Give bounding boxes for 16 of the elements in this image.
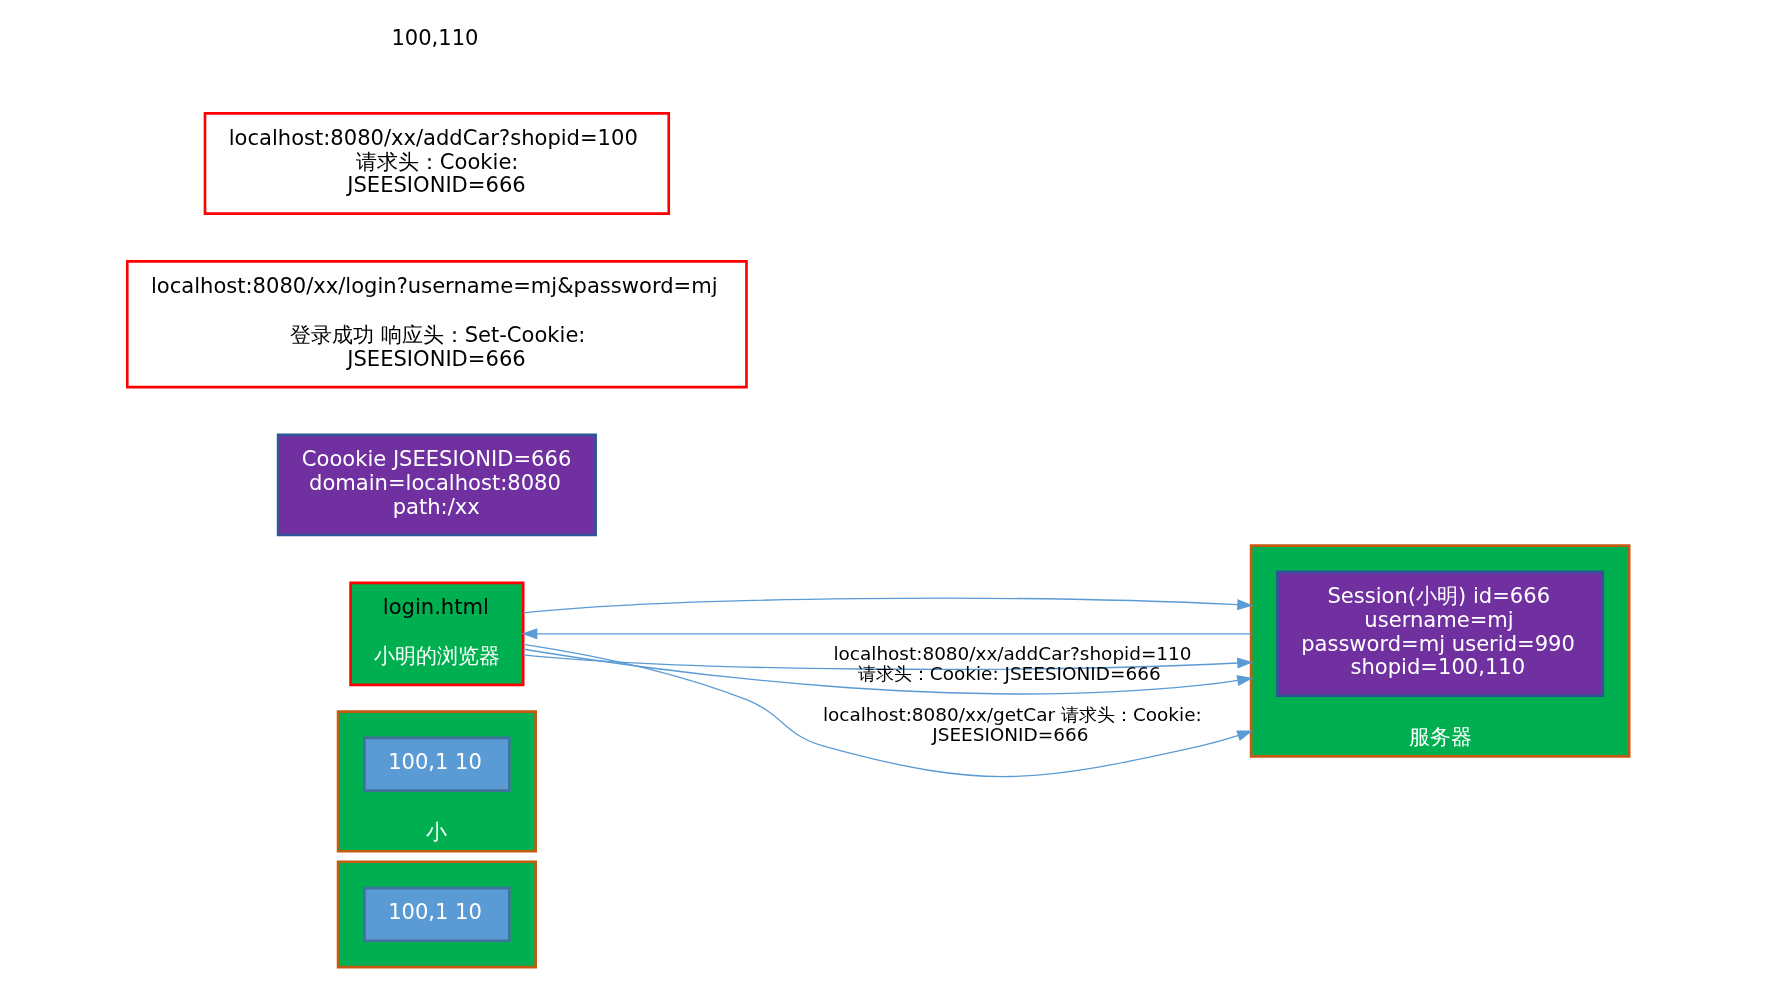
cluster: [336, 860, 537, 969]
label: 100,110: [391, 24, 479, 50]
node-box: login.html 小明的浏览器: [349, 581, 525, 687]
edge-label: localhost:8080/xx/getCar 请求头：Cookie: JSEESIONID=666: [822, 704, 1202, 745]
node-box: 100,1 10: [363, 736, 511, 792]
arrow: [522, 654, 1254, 671]
node-box: localhost:8080/xx/login?username=mj&password=mj 登录成功 响应头：Set-Cookie: JSEESIONID=666: [125, 260, 748, 389]
node-box: Session(小明) id=666 username=mj password=mj userid=990 shopid=100,110: [1276, 570, 1605, 698]
arrow: [522, 648, 1254, 695]
arrow: [521, 628, 1252, 640]
arrow: [522, 597, 1254, 614]
node-box: localhost:8080/xx/addCar?shopid=100 请求头：Cookie: JSEESIONID=666: [203, 112, 671, 215]
node-box: 100,1 10: [363, 886, 511, 943]
arrow: [522, 643, 1253, 778]
edge-label: localhost:8080/xx/addCar?shopid=110 请求头：Cookie: JSEESIONID=666: [833, 643, 1192, 685]
node-box: Coookie JSEESIONID=666 domain=localhost:8080 path:/xx: [276, 433, 597, 537]
